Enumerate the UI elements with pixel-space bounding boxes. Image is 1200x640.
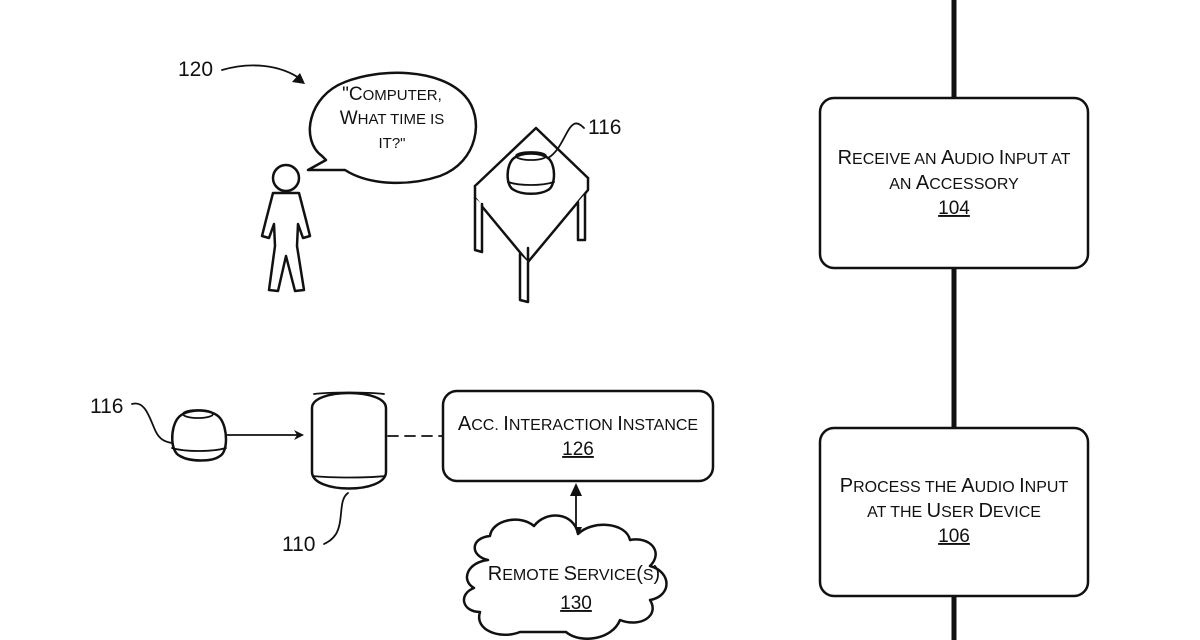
user-device-ref-label: 110 <box>282 533 315 556</box>
text-run: EVICE <box>993 504 1041 521</box>
text-run: UDIO <box>975 479 1019 496</box>
user-label-group: 120 <box>178 58 305 84</box>
user-leader-line <box>221 64 303 81</box>
user-device-bottom-band <box>312 475 386 479</box>
accessory-on-table-ref-label: 116 <box>588 116 621 139</box>
text-run: NSTANCE <box>623 417 698 434</box>
text-run: AN <box>889 176 916 193</box>
text-run: UDIO <box>954 151 998 168</box>
system-accessory-leader-line <box>131 402 173 444</box>
flowchart-step-106: PROCESS THE AUDIO INPUT AT THE USER DEVI… <box>818 426 1090 598</box>
flowchart-step-104: RECEIVE AN AUDIO INPUT AT AN ACCESSORY 1… <box>818 96 1090 270</box>
interaction-instance-ref: 126 <box>562 439 594 460</box>
interaction-instance-title: ACC. INTERACTION INSTANCE <box>458 413 698 435</box>
text-run: A <box>916 172 930 194</box>
remote-service-cloud-icon <box>462 514 668 640</box>
interaction-instance-outline <box>441 389 715 483</box>
accessory-top-rim <box>515 151 547 161</box>
text-run: R <box>488 563 502 585</box>
person-body <box>260 191 312 293</box>
text-run: W <box>340 108 358 129</box>
accessory-base-band <box>507 181 555 186</box>
text-run: AT THE <box>867 504 927 521</box>
text-run: R <box>838 147 852 169</box>
text-run: ) <box>654 563 661 585</box>
system-accessory-ref-label: 116 <box>90 395 123 418</box>
speech-bubble-line-3: IT?" <box>379 135 406 152</box>
text-run: A <box>941 147 955 169</box>
text-run: ECEIVE AN <box>852 151 941 168</box>
step-104-box <box>818 96 1090 270</box>
text-run: U <box>927 500 941 522</box>
user-leader-arrow-icon <box>292 73 305 84</box>
person-figure-icon <box>260 163 312 293</box>
text-run: I <box>1019 475 1025 497</box>
user-ref-label: 120 <box>178 58 213 81</box>
text-run: "C <box>342 84 362 105</box>
text-run: ERVICE <box>577 567 636 584</box>
text-run: I <box>999 147 1005 169</box>
system-accessory-top-rim <box>182 409 214 419</box>
text-run: HAT TIME IS <box>358 111 445 128</box>
text-run: OMPUTER, <box>363 87 442 104</box>
user-device-top-band <box>313 391 385 395</box>
text-run: A <box>961 475 975 497</box>
step-106-line-1: PROCESS THE AUDIO INPUT <box>840 475 1069 497</box>
step-104-ref: 104 <box>938 198 970 219</box>
step-106-line-2: AT THE USER DEVICE <box>867 500 1041 522</box>
step-104-line-1: RECEIVE AN AUDIO INPUT AT <box>838 147 1071 169</box>
speech-bubble: "COMPUTER, WHAT TIME IS IT?" <box>306 71 478 185</box>
text-run: CC. <box>471 417 503 434</box>
text-run: NPUT AT <box>1004 151 1070 168</box>
person-head <box>271 163 301 193</box>
text-run: P <box>840 475 853 497</box>
table-leg-front <box>518 252 530 304</box>
user-device-leader-line <box>323 492 349 545</box>
text-run: NPUT <box>1025 479 1069 496</box>
remote-service-cloud: REMOTE SERVICE(S) 130 <box>462 514 668 640</box>
remote-service-ref: 130 <box>560 593 592 614</box>
interaction-instance-box: ACC. INTERACTION INSTANCE 126 <box>441 389 715 483</box>
text-run: NTERACTION <box>509 417 617 434</box>
text-run: A <box>458 413 472 435</box>
text-run: ROCESS THE <box>853 479 961 496</box>
text-run: D <box>978 500 992 522</box>
text-run: IT?" <box>379 135 406 152</box>
step-106-ref: 106 <box>938 526 970 547</box>
speech-bubble-outline <box>306 71 478 185</box>
remote-service-title: REMOTE SERVICE(S) <box>488 563 660 585</box>
table-leg-right <box>576 192 587 242</box>
accessory-on-table-icon: 116 <box>506 116 621 195</box>
accessory-leader-line <box>547 122 585 159</box>
system-accessory-base-band <box>171 447 227 452</box>
text-run: ( <box>636 563 643 585</box>
user-device-icon <box>310 391 388 490</box>
text-run: S <box>564 563 577 585</box>
system-accessory-group: 116 <box>90 395 228 462</box>
step-104-line-2: AN ACCESSORY <box>889 172 1019 194</box>
table-leg-left <box>473 196 484 254</box>
text-run: CCESSORY <box>929 176 1019 193</box>
user-device-group: 110 <box>282 391 388 556</box>
arrow-up-icon <box>570 483 582 496</box>
step-106-box <box>818 426 1090 598</box>
text-run: S <box>643 567 654 584</box>
text-run: I <box>503 413 509 435</box>
speech-bubble-line-2: WHAT TIME IS <box>340 108 445 129</box>
text-run: SER <box>941 504 978 521</box>
text-run: EMOTE <box>502 567 563 584</box>
text-run: I <box>617 413 623 435</box>
speech-bubble-line-1: "COMPUTER, <box>342 84 442 105</box>
